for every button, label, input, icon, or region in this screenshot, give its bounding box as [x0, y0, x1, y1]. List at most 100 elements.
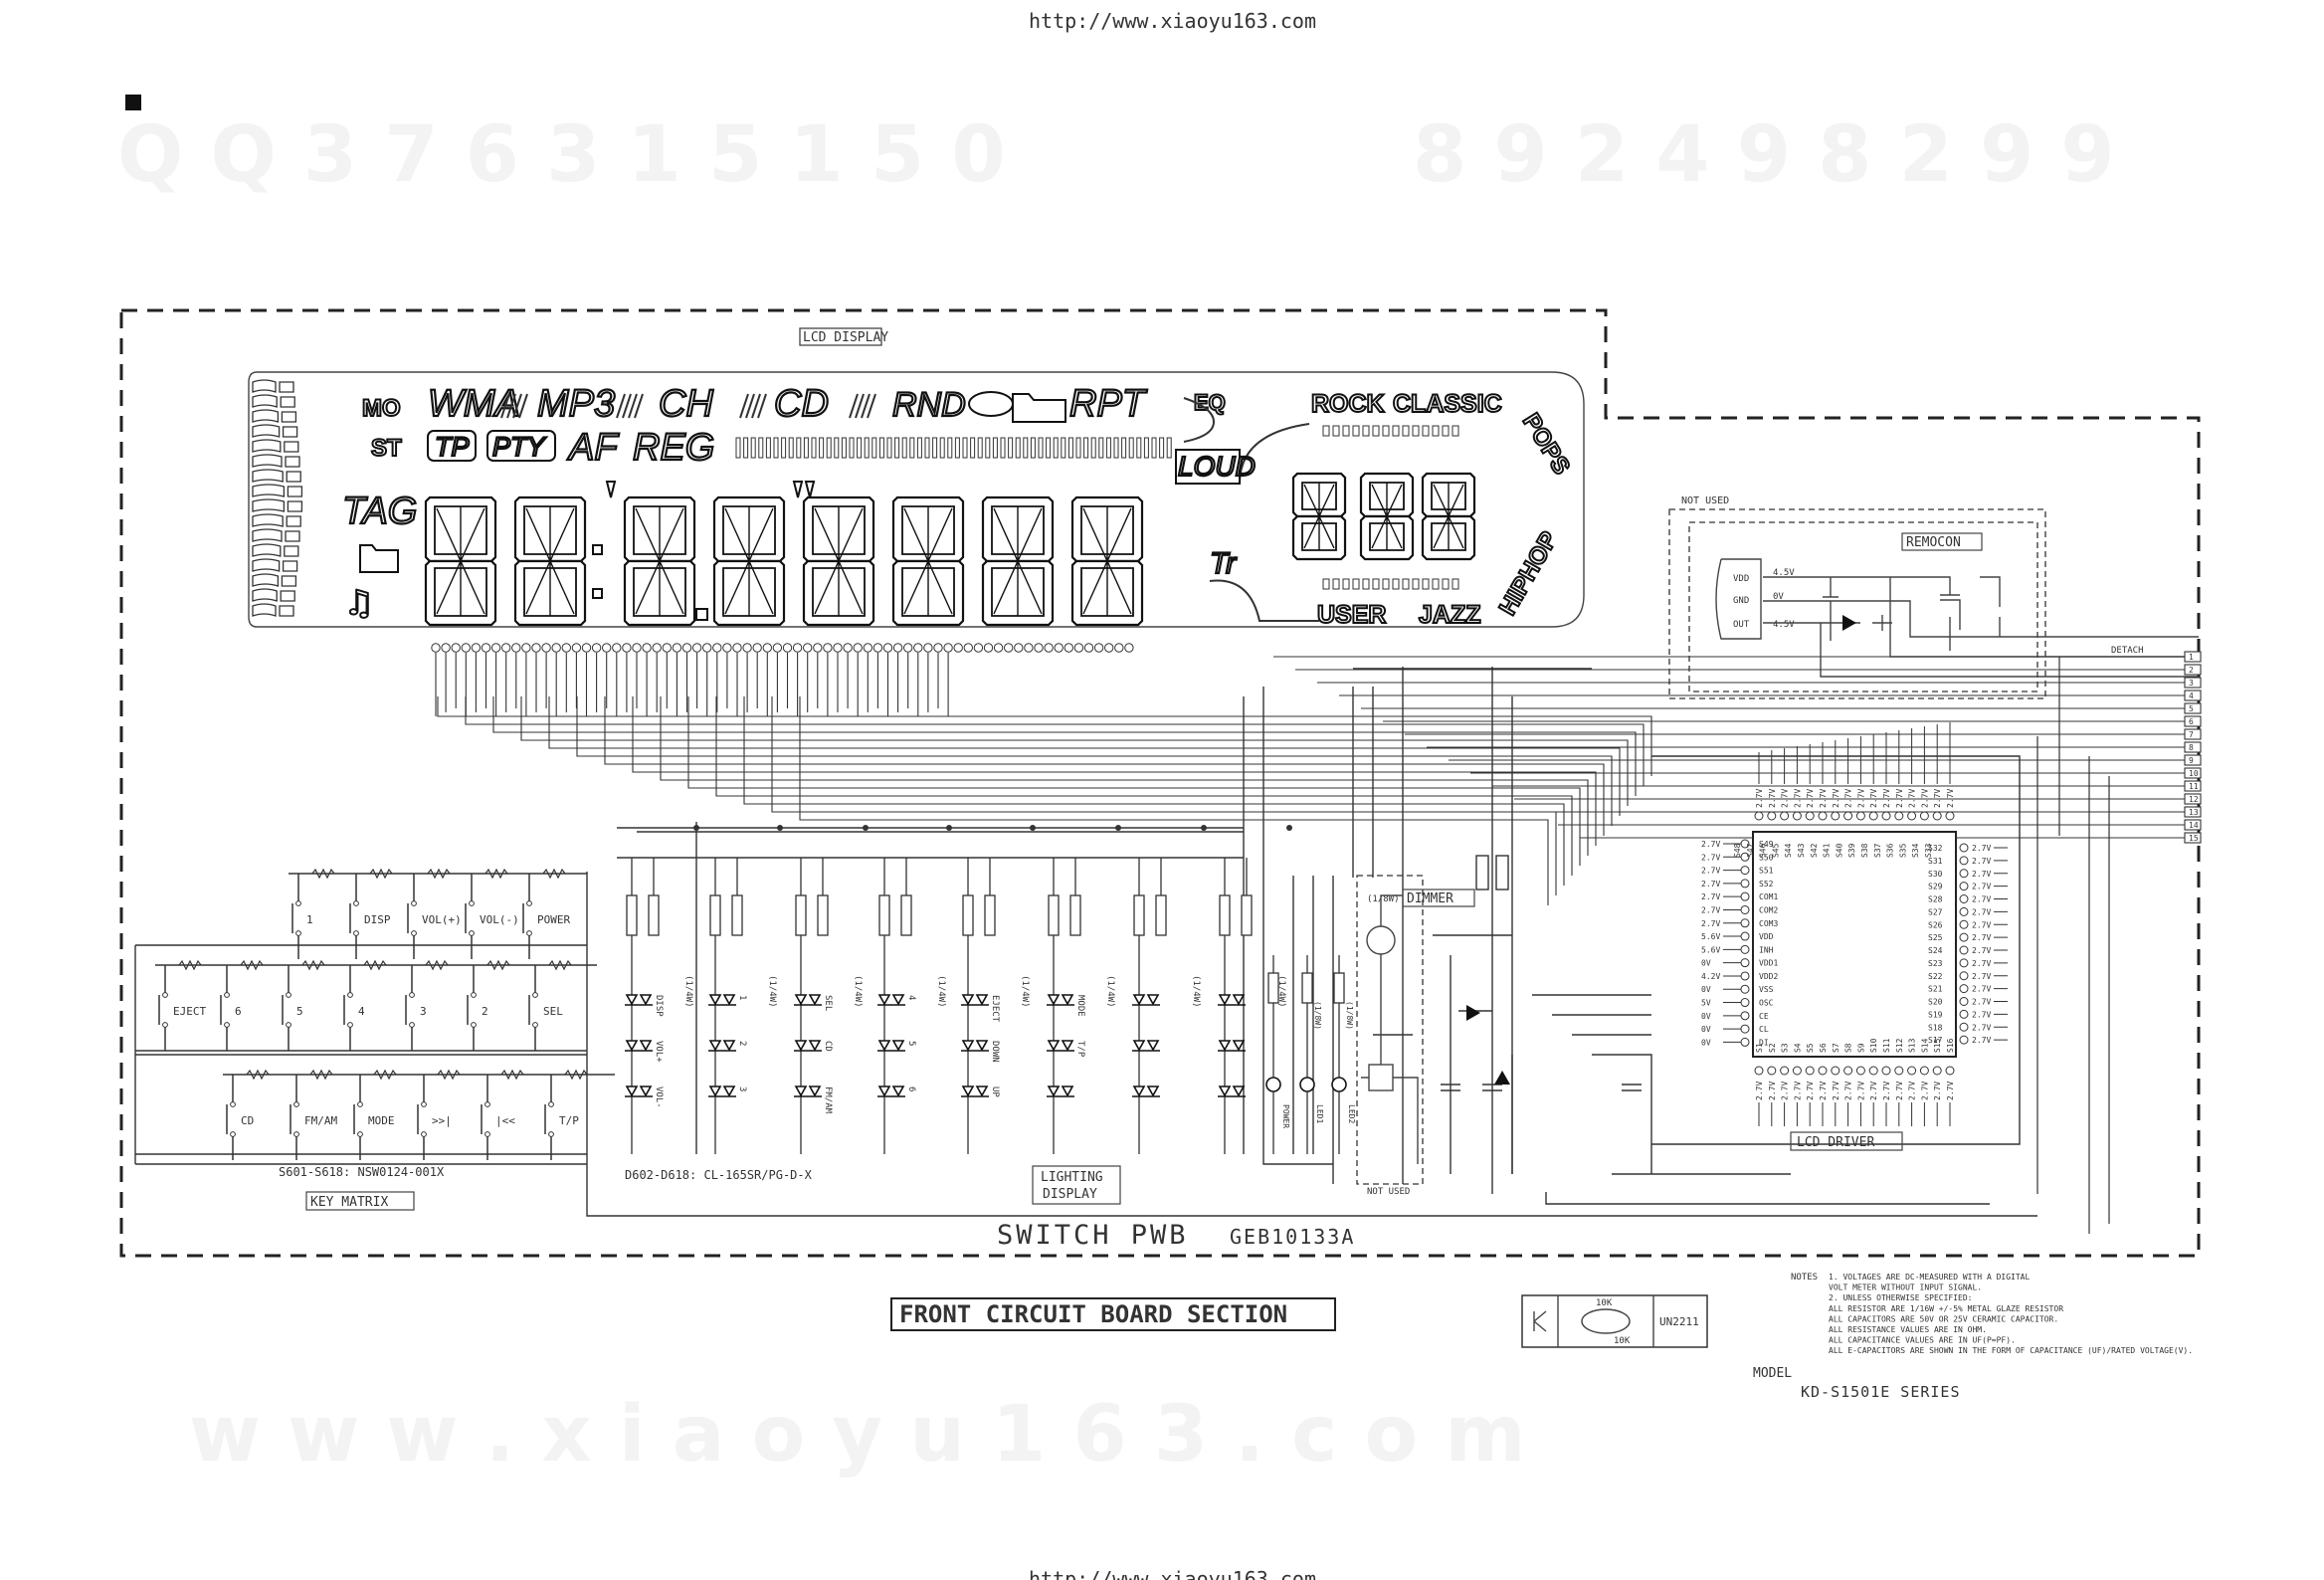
- lcd-pin: [762, 643, 772, 653]
- watermark-site: w w w . x i a o y u 1 6 3 . c o m: [189, 1390, 1525, 1480]
- lcd-arc-segment: [286, 471, 301, 483]
- lcd-pin: [1054, 643, 1064, 653]
- led-label: 4: [906, 995, 916, 1000]
- lcd-loud-frame: [1175, 449, 1241, 485]
- url-top[interactable]: http://www.xiaoyu163.com: [1029, 9, 1316, 33]
- ic-pin: [1919, 1066, 1929, 1076]
- key-switch-icon: [405, 965, 413, 1051]
- ic-bottom-pin-volt: 2.7V: [1920, 1082, 1929, 1100]
- key-resistor: [484, 868, 508, 880]
- key-switch-contact: [409, 992, 415, 998]
- lcd-separator: [616, 393, 626, 419]
- ic-left-pin-volt: 0V: [1701, 985, 1711, 994]
- ic-bottom-pin-volt: 2.7V: [1832, 1082, 1840, 1100]
- lcd-pin: [662, 643, 672, 653]
- remocon-pin-out: OUT: [1733, 620, 1750, 630]
- lcd-bar-segment: [924, 437, 930, 459]
- led-icon: [1132, 994, 1160, 1006]
- lcd-pin: [963, 643, 973, 653]
- lcd-bar-segment: [1083, 437, 1089, 459]
- lcd-level-arc: [252, 379, 303, 617]
- indicator-led-resistor: [1333, 972, 1345, 1004]
- led-label: DISP: [654, 995, 664, 1017]
- ic-bottom-pin-volt: 2.7V: [1869, 1082, 1878, 1100]
- ic-left-pin-name: VDD: [1759, 932, 1774, 941]
- lcd-eq-segment: [1432, 425, 1440, 437]
- ic-top-pin-name: S38: [1860, 843, 1869, 858]
- ic-bottom-pin-name: S1: [1755, 1043, 1764, 1053]
- ic-right-pin-name: S29: [1928, 883, 1943, 891]
- ic-top-pin-volt: 2.7V: [1882, 789, 1891, 808]
- url-bottom[interactable]: http://www.xiaoyu163.com: [1029, 1567, 1316, 1580]
- lcd-bar-segment: [977, 437, 983, 459]
- key-switch-contact: [421, 1131, 427, 1137]
- lcd-separator: [739, 393, 749, 419]
- ic-top-pin-volt: 2.7V: [1832, 789, 1840, 808]
- lcd-eq-segment: [1452, 578, 1459, 590]
- ic-left-pin-name: COM2: [1759, 905, 1778, 914]
- ic-bottom-pin-name: S2: [1768, 1043, 1777, 1053]
- lcd-separator: [861, 393, 871, 419]
- ic-top-pin-volt: 2.7V: [1920, 789, 1929, 808]
- ic-right-pin-volt: 2.7V: [1972, 972, 1991, 981]
- led-label: T/P: [1075, 1041, 1085, 1058]
- lcd-pin: [943, 643, 953, 653]
- ic-right-pin-volt: 2.7V: [1972, 907, 1991, 916]
- lcd-arc-segment: [287, 500, 303, 512]
- ic-left-pin-volt: 2.7V: [1701, 867, 1720, 876]
- ic-pin: [1740, 879, 1750, 889]
- lcd-arc-segment: [252, 439, 282, 453]
- lcd-colon: [592, 544, 603, 555]
- lighting-part-note: D602-D618: CL-165SR/PG-D-X: [625, 1168, 813, 1182]
- ic-bottom-pin-name: S4: [1793, 1043, 1802, 1053]
- ic-pin: [1959, 958, 1969, 968]
- ic-pin: [1959, 856, 1969, 866]
- key-switch-contact: [471, 992, 477, 998]
- ic-pin: [1740, 931, 1750, 941]
- ic-pin: [1740, 971, 1750, 981]
- key-switch-contact: [532, 1022, 538, 1028]
- lcd-bar-segment: [1159, 437, 1165, 459]
- legend-resistor-icon: [1581, 1308, 1631, 1334]
- connector-pin-number: 4: [2189, 691, 2194, 700]
- key-switch-icon: [158, 965, 166, 1051]
- key-switch-contact: [421, 1101, 427, 1107]
- lcd-arc-segment: [252, 394, 278, 408]
- key-label: 4: [358, 1005, 365, 1018]
- key-switch-icon: [528, 965, 536, 1051]
- ic-bottom-pin-volt: 2.7V: [1933, 1082, 1942, 1100]
- key-switch-icon: [290, 1075, 297, 1160]
- ic-pin: [1959, 919, 1969, 929]
- ic-right-pin-name: S22: [1928, 972, 1943, 981]
- lcd-eq-segment: [1412, 425, 1420, 437]
- ic-top-pin-volt: 2.7V: [1806, 789, 1815, 808]
- lcd-eq-segment: [1342, 425, 1350, 437]
- ic-pin: [1740, 918, 1750, 928]
- led-label: VOL+: [654, 1041, 664, 1063]
- key-switch-icon: [220, 965, 228, 1051]
- lcd-digit-diagonal: [903, 506, 953, 616]
- key-switch-icon: [291, 874, 299, 959]
- lcd-eq-segment: [1402, 578, 1410, 590]
- ic-bottom-pin-name: S6: [1819, 1043, 1828, 1053]
- lcd-rpt: RPT: [1069, 383, 1148, 425]
- watermark-number: 8 9 2 4 9 8 2 9 9: [1413, 110, 2115, 200]
- lcd-eq-segment: [1362, 578, 1370, 590]
- ic-pin: [1740, 891, 1750, 901]
- lcd-pin: [702, 643, 712, 653]
- ic-pin: [1740, 1037, 1750, 1047]
- lcd-hiphop: HIPHOP: [1494, 527, 1563, 620]
- lcd-pin: [983, 643, 994, 653]
- key-resistor: [500, 1069, 524, 1081]
- ic-pin: [1959, 984, 1969, 994]
- key-switch-icon: [353, 1075, 361, 1160]
- ic-right-pin-volt: 2.7V: [1972, 883, 1991, 891]
- lcd-separator: [506, 393, 516, 419]
- junction: [777, 825, 783, 831]
- ic-top-pin-name: S42: [1810, 843, 1819, 858]
- lcd-bar-segment: [894, 437, 900, 459]
- lcd-arc-segment: [285, 456, 300, 468]
- lcd-bar-segment: [947, 437, 953, 459]
- led-label: 3: [737, 1086, 747, 1091]
